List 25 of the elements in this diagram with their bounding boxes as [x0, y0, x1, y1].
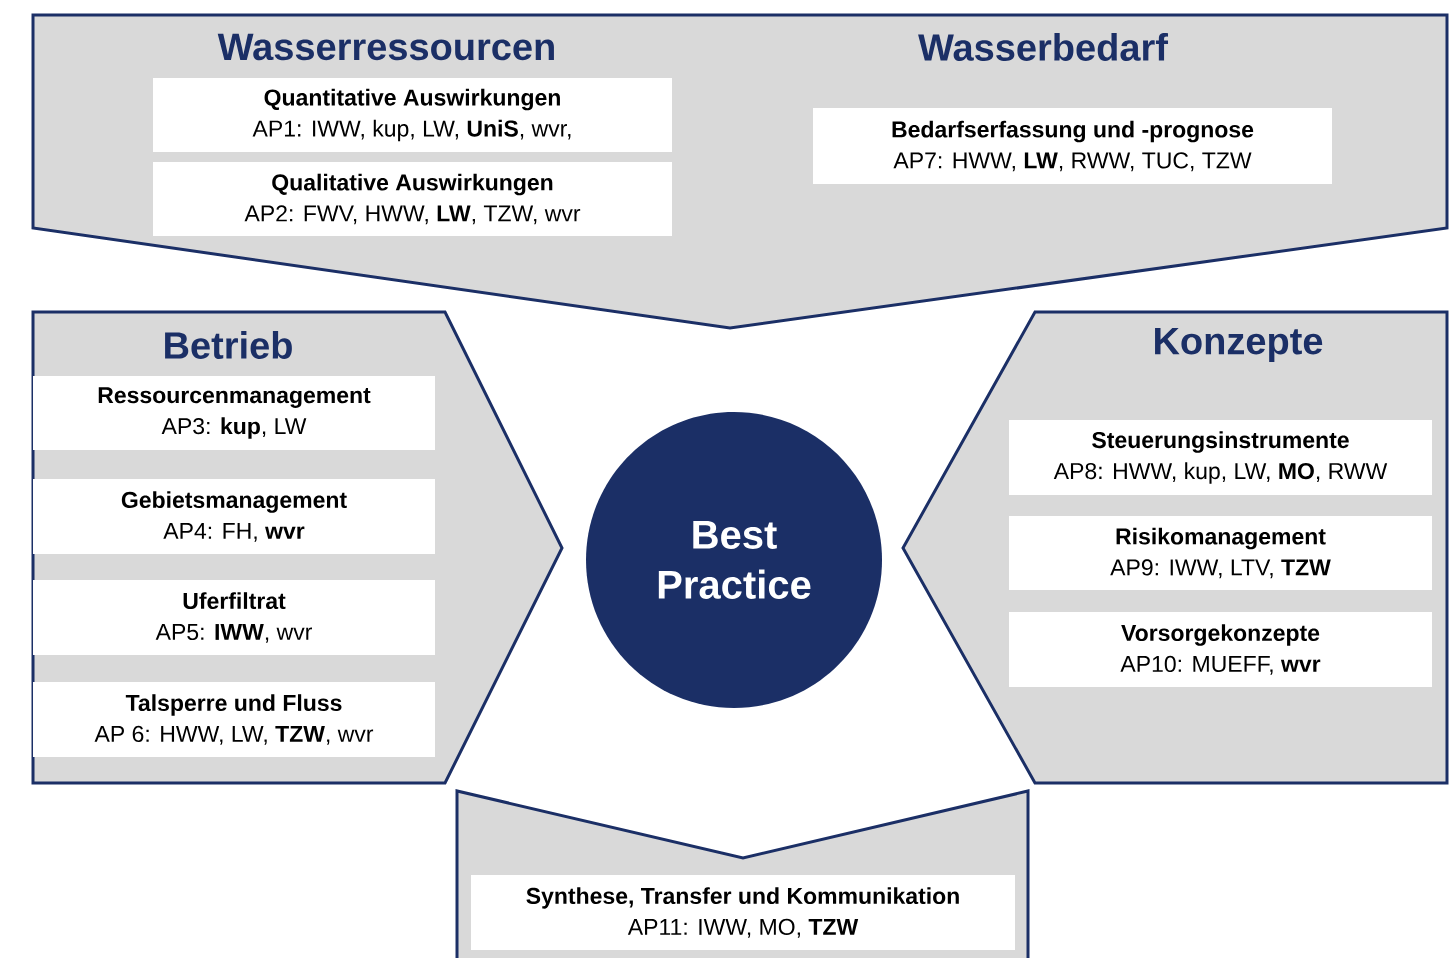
info-box: Ressourcenmanagement AP3: kup, LW: [33, 376, 435, 450]
info-box: Quantitative Auswirkungen AP1: IWW, kup, LW, UniS, wvr,: [153, 78, 672, 152]
node-label: AP5: IWW, wvr: [155, 624, 312, 643]
info-box: Synthese, Transfer und Kommunikation AP11: IWW, MO, TZW: [471, 875, 1015, 950]
heading: Wasserbedarf: [918, 33, 1168, 61]
info-box: Gebietsmanagement AP4: FH, wvr: [33, 479, 435, 554]
info-box: Vorsorgekonzepte AP10: MUEFF, wvr: [1009, 612, 1432, 687]
info-box: Qualitative Auswirkungen AP2: FWV, HWW, LW, TZW, wvr: [153, 162, 672, 236]
info-box: Steuerungsinstrumente AP8: HWW, kup, LW, MO, RWW: [1009, 420, 1432, 495]
info-box: Risikomanagement AP9: IWW, LTV, TZW: [1009, 516, 1432, 590]
node-label: Uferfiltrat: [183, 592, 286, 610]
node-label: Gebietsmanagement: [121, 491, 347, 513]
heading: Wasserressourcen: [217, 33, 554, 61]
node-label: AP 6: HWW, LW, TZW, wvr: [94, 725, 374, 745]
node-label: Synthese, Transfer und Kommunikation: [526, 887, 959, 909]
heading: Betrieb: [165, 331, 292, 359]
heading: Konzepte: [1155, 328, 1323, 362]
info-box: Uferfiltrat AP5: IWW, wvr: [33, 580, 435, 655]
node-label: Ressourcenmanagement: [98, 387, 371, 408]
info-box: Talsperre und Fluss AP 6: HWW, LW, TZW, wvr: [33, 682, 435, 757]
node-label: AP11: IWW, MO, TZW: [627, 918, 859, 938]
info-box: Bedarfserfassung und -prognose AP7: HWW, LW, RWW, TUC, TZW: [813, 108, 1332, 184]
node-label: AP4: FH, wvr: [163, 523, 305, 542]
node-label: AP3: kup, LW: [161, 417, 307, 439]
node-label: Talsperre und Fluss: [125, 694, 342, 716]
